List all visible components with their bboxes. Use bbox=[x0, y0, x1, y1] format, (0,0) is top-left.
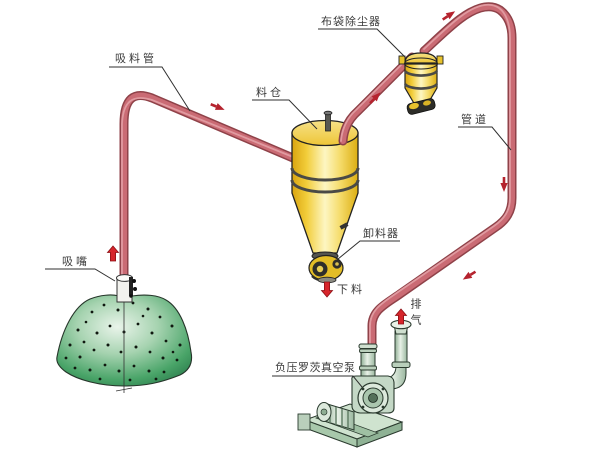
leader-suction-pipe bbox=[109, 66, 191, 112]
material-discharge-arrow bbox=[321, 281, 333, 298]
collector-discharge bbox=[406, 98, 436, 115]
label-vacuum-pump: 负压罗茨真空泵 bbox=[275, 362, 356, 374]
cone-bolt bbox=[339, 222, 349, 230]
pump-blower bbox=[351, 375, 395, 414]
material-pile bbox=[56, 294, 193, 393]
pipeline-down-flow-arrow bbox=[499, 175, 509, 194]
label-suction-pipe: 吸料管 bbox=[115, 53, 157, 65]
discharger-valve bbox=[308, 251, 344, 284]
leader-pipeline bbox=[458, 126, 512, 151]
pipeline bbox=[367, 2, 517, 354]
suction-pipe-flow-arrow bbox=[208, 99, 228, 115]
material-dots bbox=[64, 301, 182, 382]
leader-suction-nozzle bbox=[45, 268, 116, 282]
label-pipeline: 管道 bbox=[461, 114, 489, 126]
suction-nozzle bbox=[116, 274, 137, 303]
pipeline-to-pump-flow-arrow bbox=[459, 267, 479, 285]
suction-pipe bbox=[119, 90, 305, 284]
vacuum-pump bbox=[297, 319, 412, 448]
nozzle-suction-arrow bbox=[107, 245, 119, 262]
bag-dust-collector bbox=[398, 52, 444, 115]
nozzle-clamp bbox=[129, 277, 133, 296]
leader-hopper bbox=[252, 99, 318, 130]
pile-axis-tick bbox=[115, 387, 133, 392]
hopper-vent-stub bbox=[325, 112, 331, 132]
label-discharger: 卸料器 bbox=[363, 228, 399, 240]
leader-bag-dust-collector bbox=[318, 28, 406, 58]
leader-discharger bbox=[337, 240, 400, 260]
label-material-discharge: 下料 bbox=[337, 284, 365, 296]
pump-motor bbox=[316, 402, 355, 431]
label-leaders bbox=[45, 28, 512, 388]
label-exhaust: 排气 bbox=[409, 298, 421, 330]
label-hopper: 料仓 bbox=[256, 87, 284, 99]
hopper-outlet-pipe bbox=[338, 52, 417, 146]
leader-vacuum-pump bbox=[272, 375, 363, 388]
label-suction-nozzle: 吸嘴 bbox=[62, 256, 90, 268]
pump-inlet-stack bbox=[358, 343, 378, 384]
label-bag-dust-collector: 布袋除尘器 bbox=[321, 16, 381, 28]
